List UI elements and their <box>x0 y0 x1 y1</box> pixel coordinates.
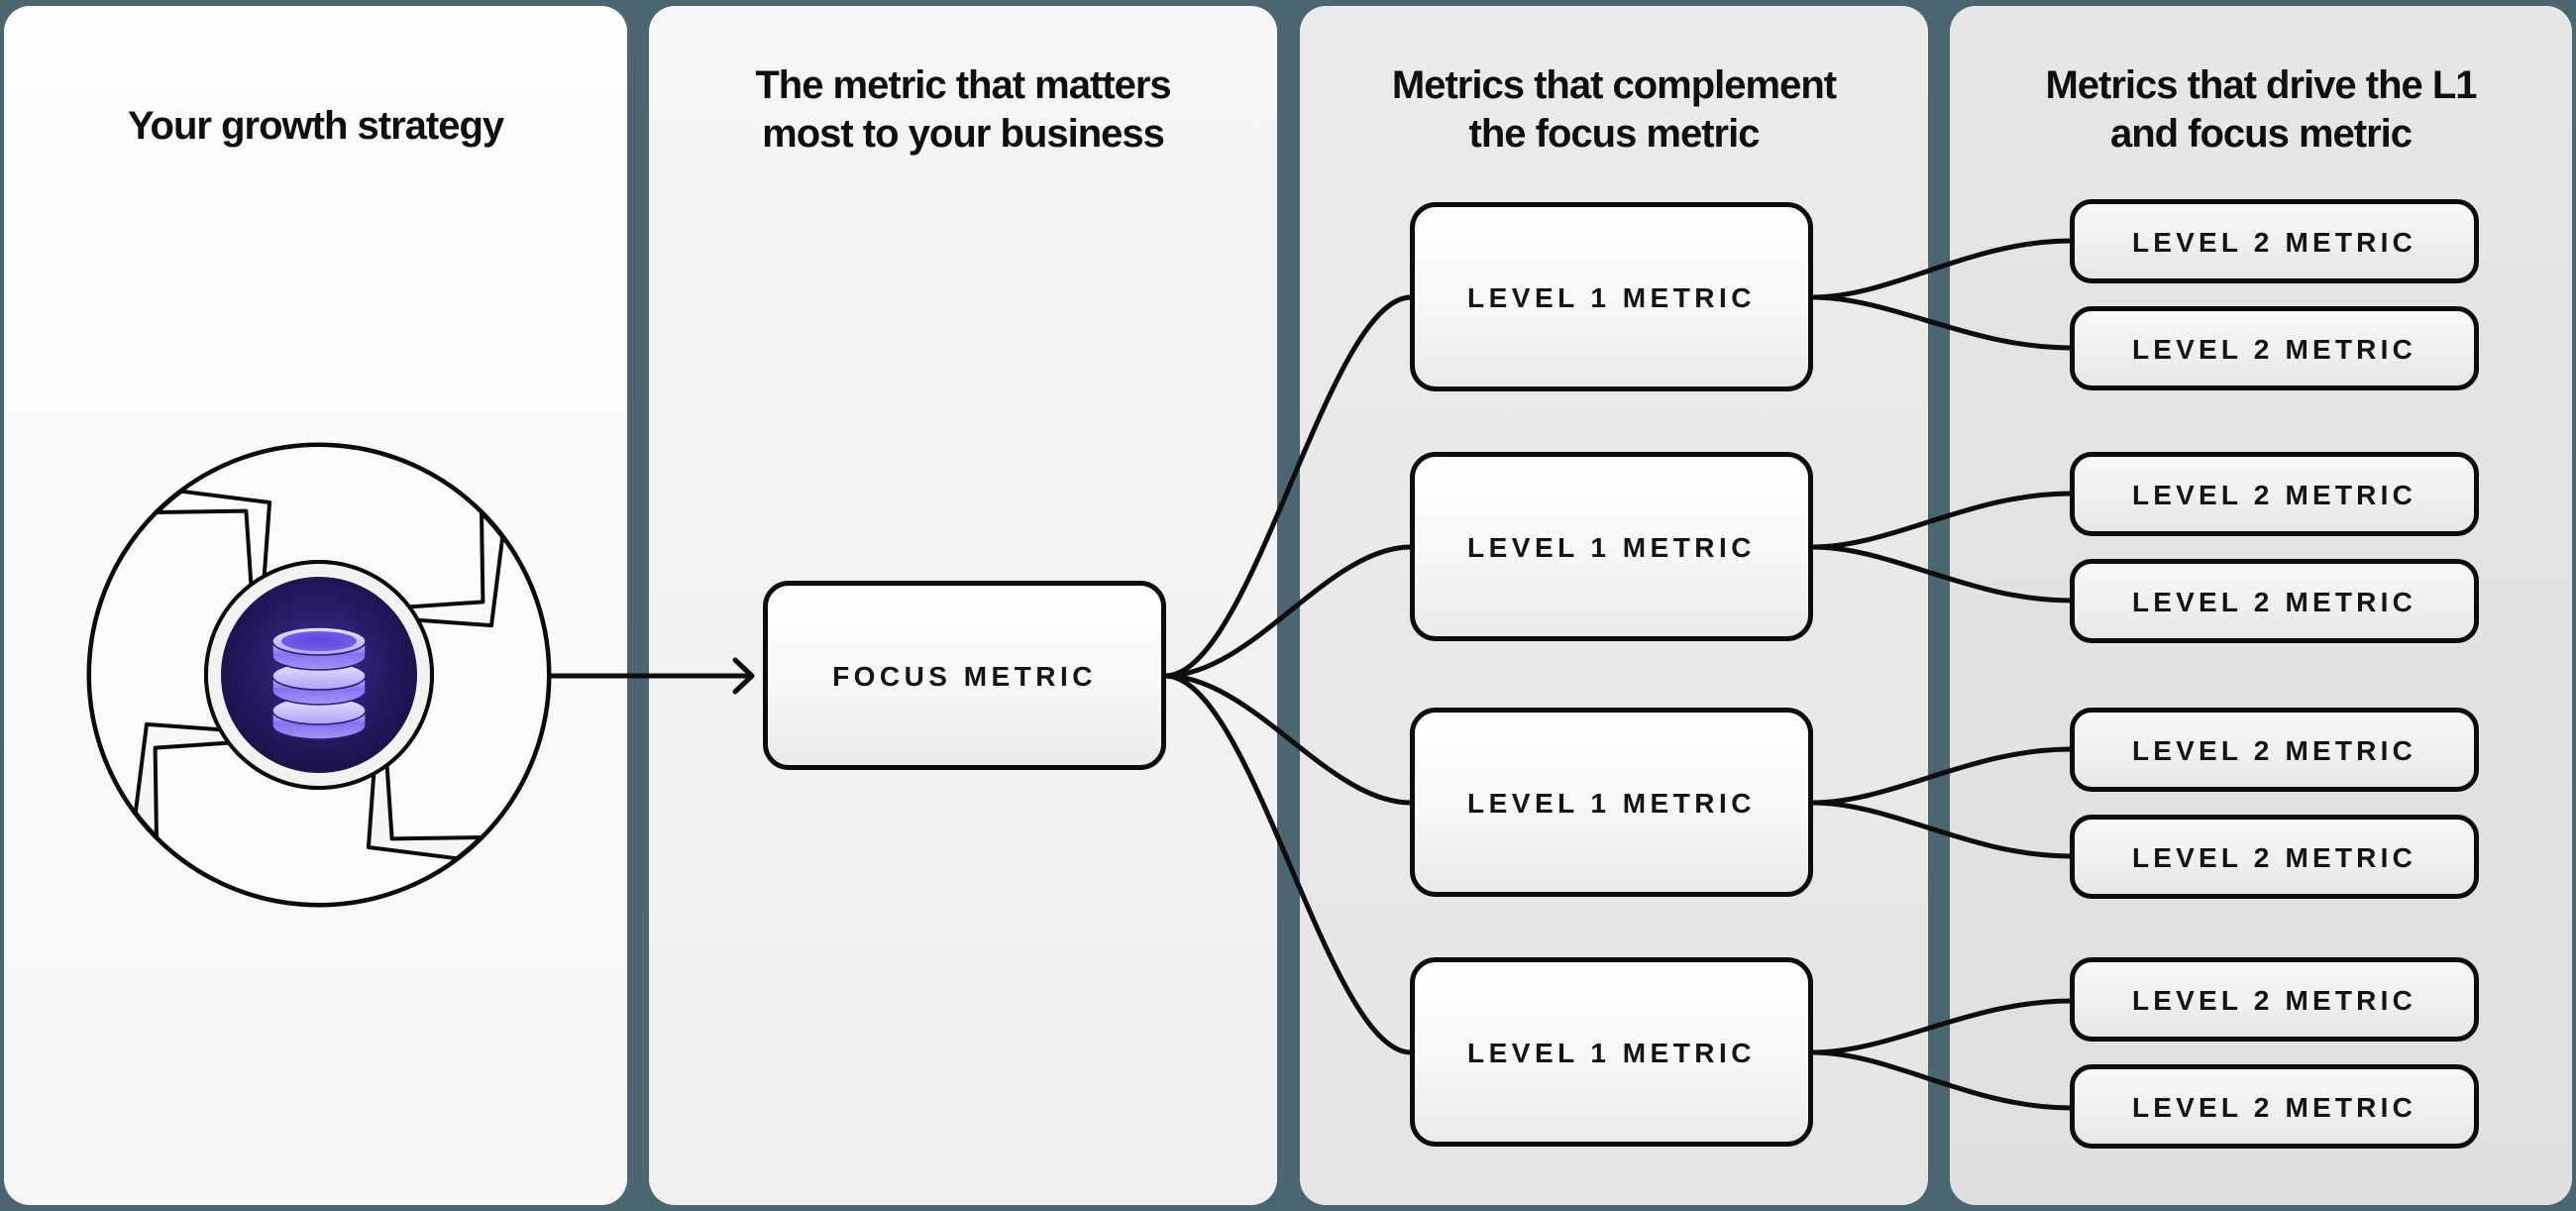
focus-metric-box: FOCUS METRIC <box>763 581 1166 770</box>
panel-title-line: Metrics that drive the L1 <box>2045 63 2477 107</box>
level-2-metric-box: LEVEL 2 METRIC <box>2070 199 2479 283</box>
level-2-metric-box: LEVEL 2 METRIC <box>2070 957 2479 1042</box>
level-2-metric-label: LEVEL 2 METRIC <box>2132 984 2416 1016</box>
level-2-metric-label: LEVEL 2 METRIC <box>2132 333 2416 365</box>
panel-growth-strategy: Your growth strategy <box>4 6 627 1205</box>
level-2-metric-box: LEVEL 2 METRIC <box>2070 559 2479 643</box>
level-1-metric-label: LEVEL 1 METRIC <box>1467 531 1756 563</box>
level-2-metric-label: LEVEL 2 METRIC <box>2132 734 2416 766</box>
panel-title-line: The metric that matters <box>755 63 1171 107</box>
level-2-metric-box: LEVEL 2 METRIC <box>2070 708 2479 792</box>
panel-title: Metrics that drive the L1 and focus metr… <box>1950 61 2572 159</box>
level-2-metric-box: LEVEL 2 METRIC <box>2070 452 2479 536</box>
focus-metric-label: FOCUS METRIC <box>832 660 1097 692</box>
level-2-metric-box: LEVEL 2 METRIC <box>2070 815 2479 899</box>
level-2-metric-box: LEVEL 2 METRIC <box>2070 1064 2479 1149</box>
level-2-metric-label: LEVEL 2 METRIC <box>2132 479 2416 510</box>
level-2-metric-box: LEVEL 2 METRIC <box>2070 306 2479 390</box>
level-1-metric-label: LEVEL 1 METRIC <box>1467 281 1756 313</box>
panel-title-line: the focus metric <box>1468 112 1761 156</box>
panel-title: Metrics that complement the focus metric <box>1300 61 1928 159</box>
level-1-metric-box: LEVEL 1 METRIC <box>1410 957 1813 1147</box>
level-2-metric-label: LEVEL 2 METRIC <box>2132 841 2416 873</box>
level-1-metric-box: LEVEL 1 METRIC <box>1410 452 1813 641</box>
level-1-metric-box: LEVEL 1 METRIC <box>1410 708 1813 897</box>
panel-title-line: and focus metric <box>2109 112 2413 156</box>
panel-title-line: most to your business <box>762 112 1165 156</box>
level-2-metric-label: LEVEL 2 METRIC <box>2132 586 2416 617</box>
panel-title: The metric that matters most to your bus… <box>649 61 1277 159</box>
panel-title: Your growth strategy <box>4 102 627 151</box>
panel-title-line: Metrics that complement <box>1391 63 1837 107</box>
level-2-metric-label: LEVEL 2 METRIC <box>2132 226 2416 258</box>
level-2-metric-label: LEVEL 2 METRIC <box>2132 1091 2416 1123</box>
level-1-metric-label: LEVEL 1 METRIC <box>1467 787 1756 819</box>
level-1-metric-box: LEVEL 1 METRIC <box>1410 202 1813 391</box>
level-1-metric-label: LEVEL 1 METRIC <box>1467 1037 1756 1068</box>
panel-title-line: Your growth strategy <box>127 104 504 148</box>
